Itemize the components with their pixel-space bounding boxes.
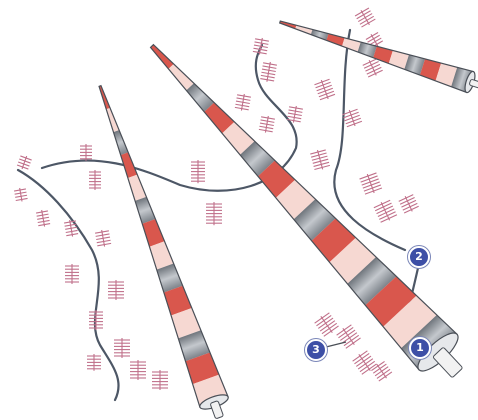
hatch-mark-icon bbox=[398, 193, 420, 215]
hatch-mark-icon bbox=[310, 148, 331, 171]
hatch-mark-icon bbox=[89, 310, 103, 330]
hatch-mark-icon bbox=[87, 354, 101, 371]
hatch-mark-icon bbox=[95, 229, 112, 248]
hatch-mark-icon bbox=[206, 202, 222, 225]
tubes bbox=[86, 12, 478, 420]
hatch-mark-icon bbox=[64, 219, 79, 238]
hatch-mark-icon bbox=[65, 264, 79, 284]
hatch-mark-icon bbox=[191, 160, 205, 183]
hatch-mark-icon bbox=[130, 360, 146, 380]
hatch-mark-icon bbox=[351, 349, 377, 376]
hatch-mark-icon bbox=[253, 37, 270, 56]
hatch-mark-icon bbox=[108, 280, 124, 300]
hatch-mark-icon bbox=[370, 360, 393, 383]
hatch-mark-icon bbox=[373, 198, 398, 224]
hatch-mark-icon bbox=[152, 370, 168, 390]
hatch-mark-icon bbox=[313, 311, 339, 338]
hatch-mark-icon bbox=[354, 6, 376, 29]
hatch-mark-icon bbox=[260, 61, 277, 83]
hatch-mark-icon bbox=[89, 170, 101, 190]
hatch-mark-icon bbox=[14, 187, 28, 202]
hatch-marks bbox=[14, 6, 420, 390]
fiber-icon bbox=[18, 170, 119, 400]
hatch-mark-icon bbox=[342, 107, 363, 128]
hatch-mark-icon bbox=[359, 171, 383, 196]
tapered-tube-icon bbox=[277, 12, 478, 97]
hatch-mark-icon bbox=[16, 154, 32, 171]
hatch-mark-icon bbox=[235, 93, 252, 112]
tapered-tube-icon bbox=[86, 81, 234, 420]
hatch-mark-icon bbox=[335, 323, 361, 350]
hatch-mark-icon bbox=[259, 115, 276, 134]
hatch-mark-icon bbox=[80, 144, 92, 161]
hatch-mark-icon bbox=[314, 77, 336, 101]
hatch-mark-icon bbox=[114, 338, 130, 358]
hatch-mark-icon bbox=[36, 209, 51, 228]
fiber-curves bbox=[18, 30, 418, 400]
callout-leaders bbox=[322, 342, 346, 348]
